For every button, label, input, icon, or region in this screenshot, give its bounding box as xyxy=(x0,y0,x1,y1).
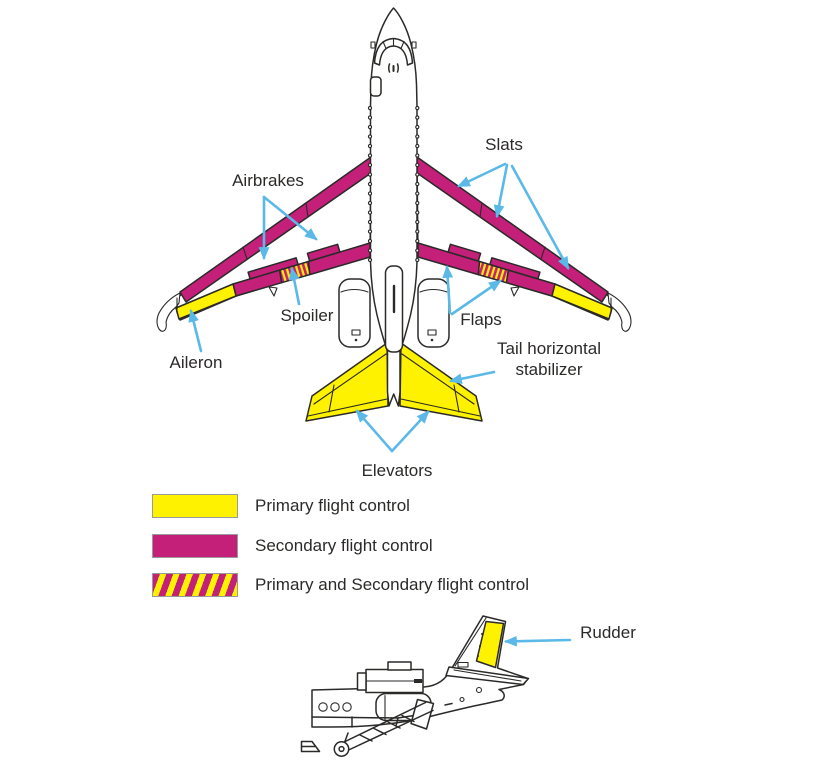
legend-label-primary-and-secondary: Primary and Secondary flight control xyxy=(255,575,530,594)
airbrakes-arrow-2 xyxy=(262,195,318,241)
elevator-hinge-right xyxy=(400,398,481,417)
tail-stabilizer-arrow xyxy=(448,370,496,385)
label-rudder: Rudder xyxy=(580,623,636,642)
rudder-arrow xyxy=(503,635,572,647)
left-wing xyxy=(156,156,372,332)
flaps-arrow-1 xyxy=(442,264,454,315)
slat-divider xyxy=(479,202,483,218)
wing-root-fairing xyxy=(356,661,424,694)
stabilizer-rib xyxy=(328,384,335,413)
slats-arrow-3 xyxy=(510,164,570,270)
tail-horizontal-stabilizer xyxy=(305,342,483,422)
slat-divider xyxy=(305,202,309,218)
label-flaps: Flaps xyxy=(460,310,502,329)
label-tail-stabilizer-line2: stabilizer xyxy=(515,360,583,379)
stabilizer-left xyxy=(305,342,389,422)
flaps-arrow-2 xyxy=(450,279,502,316)
wingtip-right xyxy=(607,292,632,332)
legend-swatch-primary xyxy=(152,494,238,518)
label-tail-stabilizer-line1: Tail horizontal xyxy=(497,339,601,358)
service-port xyxy=(459,696,465,703)
engine-nacelle-right xyxy=(417,278,450,348)
airbrake-plate-inner-left xyxy=(306,243,341,262)
flap-track-left xyxy=(268,286,278,297)
cockpit-hatch-mark xyxy=(388,63,399,73)
airbrake-plate-outer-left xyxy=(247,257,299,280)
rudder xyxy=(475,620,505,669)
elevators-arrow-1 xyxy=(355,409,394,453)
stabilizer-line xyxy=(313,353,387,405)
fuselage xyxy=(369,7,418,407)
slat-divider xyxy=(242,246,248,260)
elevator-hinge-left xyxy=(307,398,388,417)
label-slats: Slats xyxy=(485,135,523,154)
cockpit-windscreen xyxy=(370,37,417,66)
aileron-right xyxy=(551,283,613,320)
stabilizer-rib xyxy=(453,384,460,413)
airbrake-plate-inner-right xyxy=(447,243,482,262)
label-airbrakes: Airbrakes xyxy=(232,171,304,190)
label-spoiler: Spoiler xyxy=(280,306,334,325)
airstair xyxy=(338,698,435,752)
forward-door xyxy=(369,76,382,97)
slat-divider xyxy=(540,246,546,260)
slats-arrow-2 xyxy=(493,163,509,219)
label-elevators: Elevators xyxy=(361,461,433,480)
slats-arrow-1 xyxy=(457,162,507,188)
legend-label-primary: Primary flight control xyxy=(255,496,410,515)
engine-nacelle-left xyxy=(338,278,371,348)
stabilizer-right xyxy=(399,342,483,422)
legend-swatch-secondary xyxy=(152,534,238,558)
wingtip-left xyxy=(156,292,181,332)
airbrake-plate-outer-right xyxy=(489,257,541,280)
cabin-windows xyxy=(367,105,420,263)
stabilizer-line xyxy=(401,353,475,405)
label-tail-horizontal-stabilizer: Tail horizontal stabilizer xyxy=(497,338,601,380)
aircraft-side-view xyxy=(300,615,530,757)
label-aileron: Aileron xyxy=(169,353,223,372)
fin-fairing xyxy=(457,661,469,668)
fin-spar-line xyxy=(454,617,487,667)
legend-swatch-primary-and-secondary xyxy=(152,573,238,597)
aircraft-top-view xyxy=(156,7,632,422)
aileron-arrow xyxy=(188,308,203,353)
flap-track-right xyxy=(510,286,520,297)
porthole-windows xyxy=(318,702,352,712)
tail-landing-gear xyxy=(300,732,350,757)
spoiler-arrow xyxy=(288,266,301,306)
elevators-arrow-2 xyxy=(390,410,430,453)
callout-arrows xyxy=(188,162,572,647)
legend-label-secondary: Secondary flight control xyxy=(255,536,433,555)
stabilizer-side-line xyxy=(453,669,522,682)
apu-port xyxy=(475,686,483,694)
